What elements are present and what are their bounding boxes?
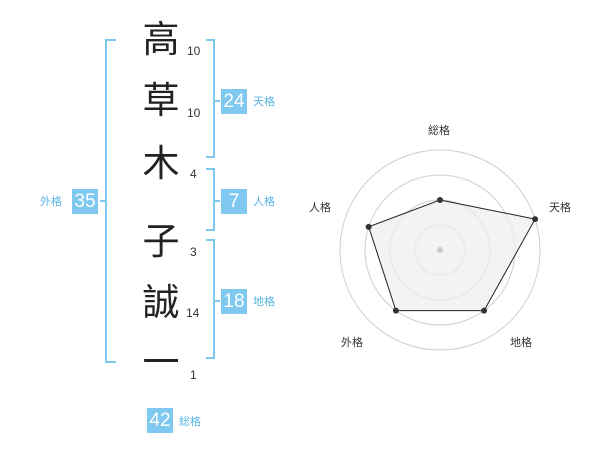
radar-point-chikaku xyxy=(481,307,488,314)
stroke-count-5: 14 xyxy=(186,306,200,320)
radar-label-chikaku: 地格 xyxy=(510,336,532,349)
soukaku-label: 総格 xyxy=(179,415,201,428)
radar-point-gaikaku xyxy=(392,307,399,314)
radar-center-dot xyxy=(437,247,443,253)
stroke-count-6: 1 xyxy=(190,368,197,382)
name-char-1: 高 xyxy=(142,18,180,61)
name-char-4: 子 xyxy=(142,220,180,263)
radar-label-tenkaku: 天格 xyxy=(549,201,571,214)
gaikaku-badge: 35 xyxy=(72,189,98,214)
name-char-5: 誠 xyxy=(142,281,180,324)
chikaku-label: 地格 xyxy=(253,295,275,308)
name-char-6: 一 xyxy=(142,341,180,384)
tenkaku-bracket xyxy=(206,39,220,158)
radar-point-jinkaku xyxy=(365,223,372,230)
gaikaku-label: 外格 xyxy=(40,195,62,208)
stroke-count-3: 4 xyxy=(190,167,197,181)
tenkaku-label: 天格 xyxy=(253,95,275,108)
chikaku-badge: 18 xyxy=(221,289,247,314)
radar-point-tenkaku xyxy=(532,216,539,223)
jinkaku-label: 人格 xyxy=(253,195,275,208)
name-char-3: 木 xyxy=(142,142,180,185)
tenkaku-badge: 24 xyxy=(221,89,247,114)
radar-score-polygon xyxy=(368,199,536,312)
jinkaku-bracket xyxy=(206,168,220,231)
stroke-count-4: 3 xyxy=(190,245,197,259)
radar-label-soukaku: 総格 xyxy=(428,124,450,137)
radar-label-jinkaku: 人格 xyxy=(309,201,331,214)
soukaku-badge: 42 xyxy=(147,408,173,433)
radar-label-gaikaku: 外格 xyxy=(341,336,363,349)
jinkaku-badge: 7 xyxy=(221,189,247,214)
radar-ring-4 xyxy=(339,149,541,351)
stroke-count-2: 10 xyxy=(187,106,201,120)
radar-point-soukaku xyxy=(437,197,443,203)
stroke-count-1: 10 xyxy=(187,44,201,58)
chikaku-bracket xyxy=(206,239,220,359)
name-char-2: 草 xyxy=(142,79,180,122)
gaikaku-bracket xyxy=(100,39,116,363)
